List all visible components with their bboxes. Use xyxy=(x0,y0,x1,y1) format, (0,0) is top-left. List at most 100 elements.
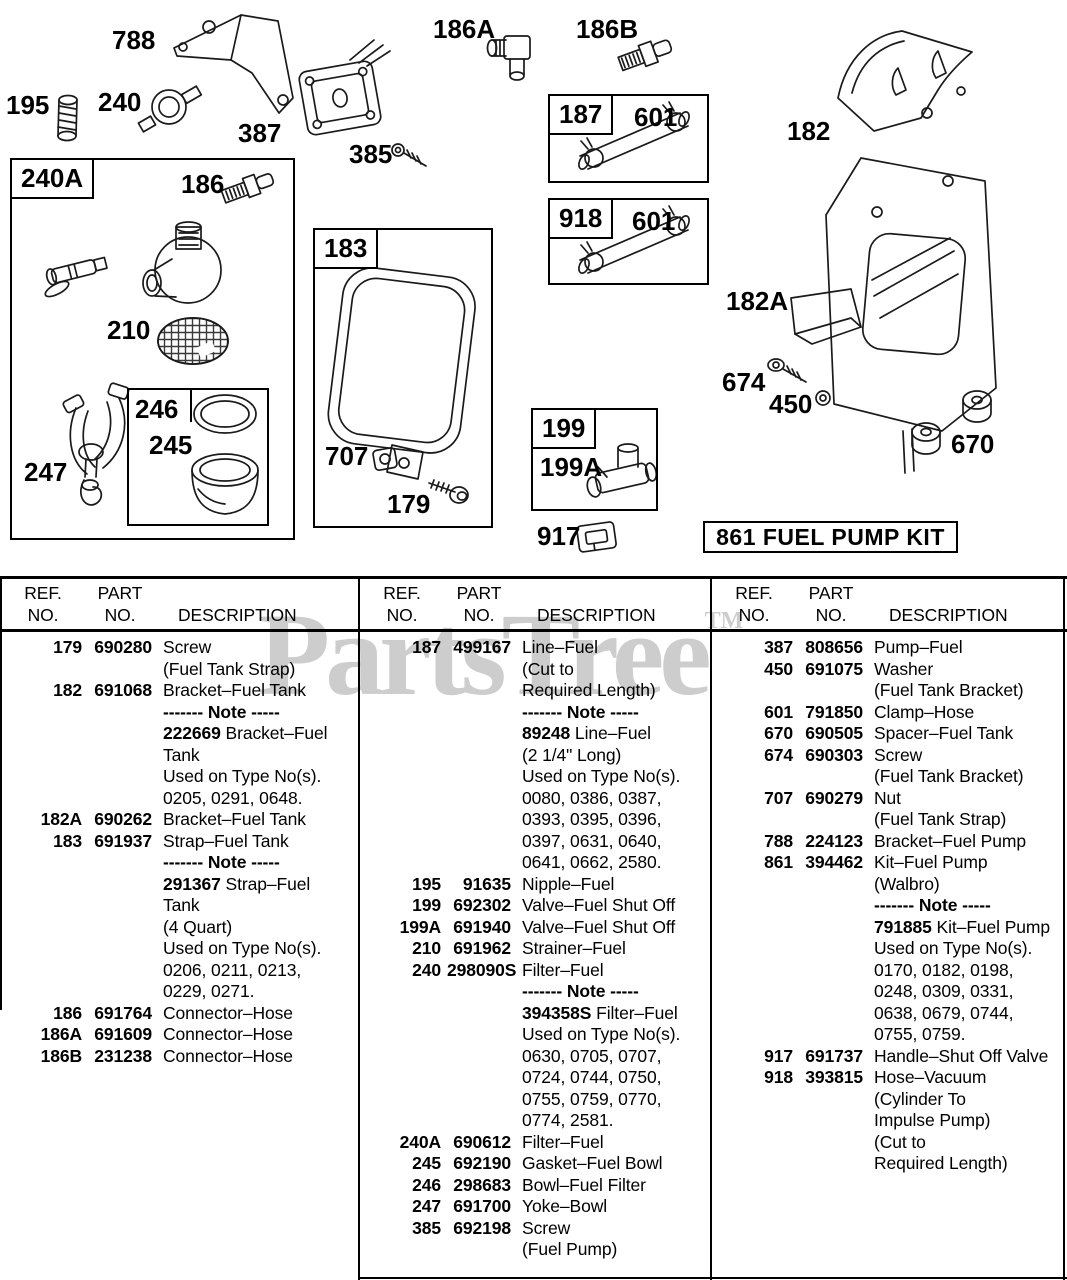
part-label-182: 182 xyxy=(787,116,831,146)
desc-cell: Nipple–Fuel xyxy=(522,873,615,894)
desc-cell: Kit–Fuel Pump xyxy=(874,852,988,872)
desc-cell: Clamp–Hose xyxy=(874,701,975,722)
desc-cell: Valve–Fuel Shut Off xyxy=(522,895,676,915)
desc-cell: Hose–Vacuum xyxy=(874,1067,987,1087)
part-cell xyxy=(88,852,152,874)
part-label-210: 210 xyxy=(107,315,151,345)
part-cell: 692302 xyxy=(453,895,511,915)
desc-cell: ------- Note ----- xyxy=(163,701,280,722)
callout-box-918: 918 601 xyxy=(548,198,709,285)
valve-housing-art xyxy=(142,221,222,304)
ref-cell xyxy=(363,745,441,767)
table-row: Used on Type No(s). xyxy=(715,938,1063,960)
desc-cell: Used on Type No(s). xyxy=(874,938,1033,958)
part-label-674: 674 xyxy=(722,367,766,397)
part-cell: 690279 xyxy=(805,787,863,808)
desc-cell: 0755, 0759, 0770, xyxy=(522,1088,662,1109)
desc-cell: Filter–Fuel xyxy=(522,959,604,980)
ref-cell xyxy=(4,981,82,1003)
desc-cell: Screw xyxy=(522,1217,571,1238)
ref-cell: 186A xyxy=(40,1024,83,1044)
ref-cell: 210 xyxy=(412,938,441,958)
part-cell xyxy=(799,1003,863,1025)
screw-674-art xyxy=(767,358,807,383)
ref-cell: 788 xyxy=(764,830,793,851)
part-cell xyxy=(88,745,152,767)
part-cell: 691068 xyxy=(94,680,152,700)
ref-cell xyxy=(363,981,441,1003)
table-row: (4 Quart) xyxy=(4,917,356,939)
desc-cell: (Cut to xyxy=(874,1131,926,1152)
table-row: (Fuel Tank Strap) xyxy=(715,809,1063,831)
part-cell: 394462 xyxy=(805,852,863,872)
desc-cell: Handle–Shut Off Valve xyxy=(874,1045,1049,1066)
table-row: NO.NO.DESCRIPTION xyxy=(715,605,1063,627)
bracket-fuel-tank-182A-art xyxy=(790,157,997,474)
table-row: (Fuel Tank Bracket) xyxy=(715,766,1063,788)
part-cell xyxy=(799,874,863,896)
ref-cell: 247 xyxy=(412,1196,441,1216)
ref-cell xyxy=(363,723,441,745)
desc-cell: Connector–Hose xyxy=(163,1024,293,1044)
part-header: PART xyxy=(808,583,854,603)
table-row: 0638, 0679, 0744, xyxy=(715,1003,1063,1025)
part-cell xyxy=(88,874,152,896)
desc-cell: Gasket–Fuel Bowl xyxy=(522,1153,663,1173)
parts-line-art xyxy=(44,14,997,553)
ref-cell: 182 xyxy=(53,680,82,700)
ref-cell: 246 xyxy=(412,1174,441,1195)
table-row: REF.PART xyxy=(4,583,356,605)
part-header: PART xyxy=(456,583,502,603)
part-label-450: 450 xyxy=(769,389,813,419)
part-cell xyxy=(88,659,152,681)
table-row: NO.NO.DESCRIPTION xyxy=(363,605,707,627)
ref-cell xyxy=(363,1239,441,1261)
table-row: ------- Note ----- xyxy=(4,702,356,724)
part-cell xyxy=(799,680,863,702)
nipple-fuel-195-art xyxy=(57,94,78,142)
part-label-182A: 182A xyxy=(726,286,789,316)
desc-cell: ------- Note ----- xyxy=(874,895,991,915)
fuel-pump-kit-badge: 861 FUEL PUMP KIT xyxy=(703,521,958,553)
desc-cell: Used on Type No(s). xyxy=(522,1024,681,1044)
nut-707-art xyxy=(372,447,398,471)
desc-cell: Nut xyxy=(874,787,901,808)
table-row: Used on Type No(s). xyxy=(4,766,356,788)
ref-cell: 917 xyxy=(764,1045,793,1066)
bowl-fuel-filter-245-art xyxy=(191,453,259,515)
ref-cell xyxy=(363,809,441,831)
ref-cell xyxy=(715,766,793,788)
ref-cell xyxy=(715,1110,793,1132)
part-cell xyxy=(447,766,511,788)
desc-cell: (2 1/4" Long) xyxy=(522,744,622,765)
part-label-179: 179 xyxy=(387,489,431,519)
part-cell: 298683 xyxy=(453,1174,511,1195)
part-cell: 691075 xyxy=(805,658,863,679)
desc-cell: ------- Note ----- xyxy=(522,701,639,722)
table-row: ------- Note ----- xyxy=(715,895,1063,917)
part-header: NO. xyxy=(815,604,847,625)
table-row: 0248, 0309, 0331, xyxy=(715,981,1063,1003)
part-cell xyxy=(447,1089,511,1111)
ref-cell xyxy=(363,1024,441,1046)
table-row: 0170, 0182, 0198, xyxy=(715,960,1063,982)
table-row: ------- Note ----- xyxy=(363,702,707,724)
part-cell: 691940 xyxy=(453,916,511,937)
desc-cell: Pump–Fuel xyxy=(874,637,963,657)
bracket-fuel-tank-182-art xyxy=(837,30,973,132)
ref-header: NO. xyxy=(27,604,59,625)
part-cell xyxy=(799,1089,863,1111)
part-cell xyxy=(447,1067,511,1089)
desc-cell: Bracket–Fuel Tank xyxy=(163,680,306,700)
desc-cell: Used on Type No(s). xyxy=(522,766,681,786)
